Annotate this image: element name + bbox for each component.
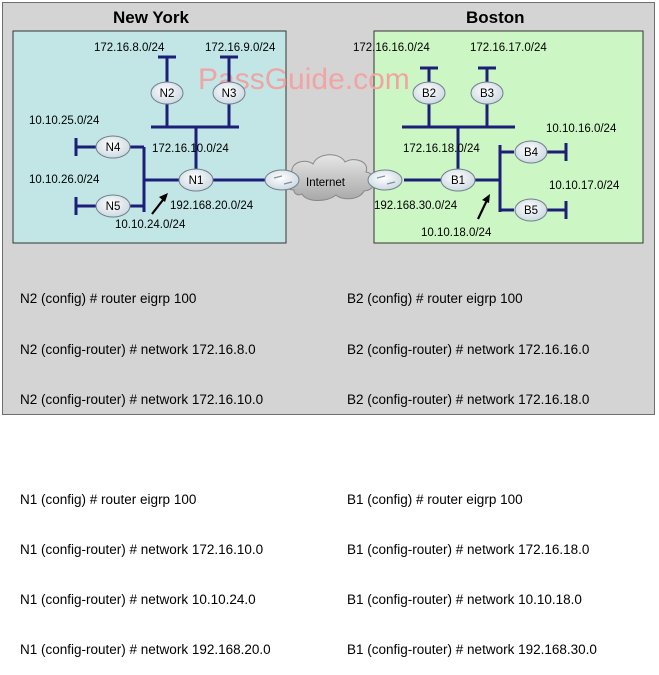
net-label-10-10-24: 10.10.24.0/24 bbox=[115, 219, 186, 231]
net-label-10-10-25: 10.10.25.0/24 bbox=[29, 115, 100, 127]
config-line: B1 (config-router) # network 10.10.18.0 bbox=[347, 591, 582, 607]
router-n2: N2 bbox=[150, 81, 184, 105]
arrow-icon-boston bbox=[477, 194, 490, 220]
network-diagram: New York Boston PassGuide.com bbox=[12, 8, 644, 244]
net-label-10-10-26: 10.10.26.0/24 bbox=[29, 174, 100, 186]
config-line bbox=[20, 442, 271, 459]
config-line: B1 (config-router) # network 172.16.18.0 bbox=[347, 541, 590, 557]
internet-cloud: Internet bbox=[283, 154, 376, 201]
ny-wan-router-icon bbox=[264, 169, 300, 191]
net-label-10-10-17: 10.10.17.0/24 bbox=[549, 180, 620, 192]
boston-wan-router-icon bbox=[367, 169, 403, 191]
config-right: B2 (config) # router eigrp 100 B2 (confi… bbox=[347, 258, 597, 675]
config-line bbox=[347, 442, 597, 459]
router-b5: B5 bbox=[514, 198, 548, 222]
config-line: B1 (config-router) # network 192.168.30.… bbox=[347, 642, 597, 658]
router-n2-label: N2 bbox=[160, 88, 175, 100]
config-line: N2 (config-router) # network 172.16.10.0 bbox=[20, 391, 264, 407]
config-line: N1 (config-router) # network 192.168.20.… bbox=[20, 642, 271, 658]
router-n3-label: N3 bbox=[222, 88, 237, 100]
net-label-172-16-8: 172.16.8.0/24 bbox=[94, 42, 165, 54]
config-left: N2 (config) # router eigrp 100 N2 (confi… bbox=[20, 258, 271, 675]
router-n1: N1 bbox=[178, 168, 214, 192]
net-label-172-16-18: 172.16.18.0/24 bbox=[403, 143, 480, 155]
config-line: N1 (config) # router eigrp 100 bbox=[20, 491, 197, 507]
config-line: N1 (config-router) # network 172.16.10.0 bbox=[20, 541, 264, 557]
router-n3: N3 bbox=[212, 81, 246, 105]
config-line: N1 (config-router) # network 10.10.24.0 bbox=[20, 591, 256, 607]
router-b4: B4 bbox=[514, 140, 548, 164]
net-label-10-10-16: 10.10.16.0/24 bbox=[546, 123, 617, 135]
router-n4: N4 bbox=[95, 135, 131, 159]
router-b1-label: B1 bbox=[451, 175, 465, 187]
router-b1: B1 bbox=[440, 168, 476, 192]
net-label-10-10-18: 10.10.18.0/24 bbox=[421, 227, 492, 239]
router-b5-label: B5 bbox=[524, 205, 538, 217]
router-n5-label: N5 bbox=[106, 201, 121, 213]
config-line: B1 (config) # router eigrp 100 bbox=[347, 491, 523, 507]
router-b2: B2 bbox=[412, 81, 446, 105]
router-n1-label: N1 bbox=[189, 175, 204, 187]
config-line: B2 (config-router) # network 172.16.18.0 bbox=[347, 391, 590, 407]
router-n4-label: N4 bbox=[106, 142, 121, 154]
config-line: N2 (config) # router eigrp 100 bbox=[20, 291, 197, 307]
net-label-172-16-9: 172.16.9.0/24 bbox=[205, 42, 276, 54]
net-label-172-16-16: 172.16.16.0/24 bbox=[353, 42, 430, 54]
config-line: B2 (config-router) # network 172.16.16.0 bbox=[347, 341, 590, 357]
internet-label: Internet bbox=[306, 177, 346, 189]
router-b2-label: B2 bbox=[422, 88, 436, 100]
router-n5: N5 bbox=[95, 194, 131, 218]
net-label-192-168-20: 192.168.20.0/24 bbox=[170, 200, 254, 212]
arrow-icon-ny bbox=[151, 193, 168, 215]
boston-title: Boston bbox=[466, 8, 525, 27]
boston-site-box bbox=[373, 30, 644, 244]
net-label-172-16-10: 172.16.10.0/24 bbox=[152, 143, 229, 155]
router-b4-label: B4 bbox=[524, 147, 539, 159]
new-york-site-box bbox=[12, 30, 287, 244]
router-b3-label: B3 bbox=[480, 88, 494, 100]
new-york-title: New York bbox=[113, 8, 189, 27]
config-line: N2 (config-router) # network 172.16.8.0 bbox=[20, 341, 256, 357]
net-label-192-168-30: 192.168.30.0/24 bbox=[374, 200, 458, 212]
net-label-172-16-17: 172.16.17.0/24 bbox=[470, 42, 547, 54]
config-line: B2 (config) # router eigrp 100 bbox=[347, 291, 523, 307]
router-b3: B3 bbox=[470, 81, 504, 105]
